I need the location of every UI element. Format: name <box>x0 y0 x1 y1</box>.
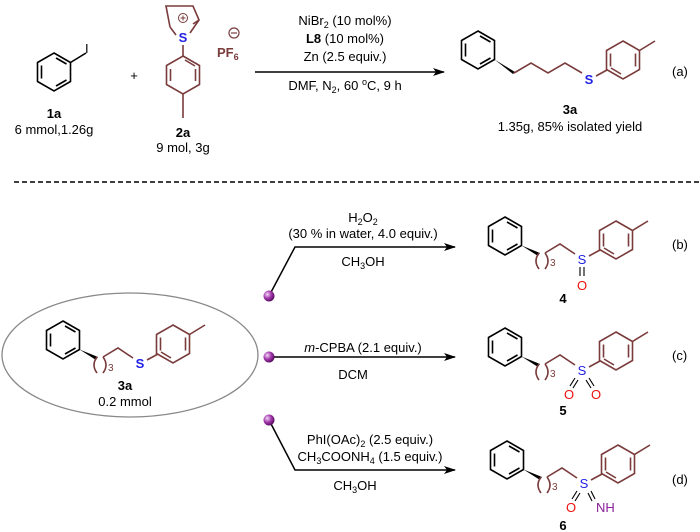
condition-ligand: L8 (10 mol%) <box>306 31 384 46</box>
reaction-c-oxidant: m-CPBA (2.1 equiv.) <box>304 340 422 355</box>
compound-2a-amount: 9 mol, 3g <box>156 140 209 155</box>
product-6-NH-label: NH <box>596 500 615 515</box>
compound-2a-label: 2a <box>176 125 191 140</box>
product-5-O1-label: O <box>564 387 574 402</box>
sulfonium-S-label: S <box>179 30 188 45</box>
compound-4-label: 4 <box>559 291 567 306</box>
reaction-d-bead-icon <box>263 414 275 426</box>
compound-1a-amount: 6 mmol,1.26g <box>15 122 94 137</box>
product-4-repeat-count: 3 <box>550 258 556 269</box>
reaction-b-solvent: CH3OH <box>341 254 384 271</box>
compound-1a-label: 1a <box>47 106 62 121</box>
reaction-d-nitrogen-source: CH3COONH4 (1.5 equiv.) <box>298 449 443 466</box>
compound-3a-yield: 1.35g, 85% isolated yield <box>498 119 643 134</box>
repeat-unit-count: 3 <box>108 363 114 374</box>
reaction-c-solvent: DCM <box>338 367 368 382</box>
starting-material-id: 3a <box>118 378 133 393</box>
product-3a-S-label: S <box>585 72 594 87</box>
product-5-O2-label: O <box>591 387 601 402</box>
compound-5-label: 5 <box>559 403 566 418</box>
reaction-d-tag: (d) <box>672 472 688 487</box>
product-3a-structure: S <box>460 30 656 87</box>
starting-material-amount: 0.2 mmol <box>98 394 152 409</box>
reaction-a-tag: (a) <box>672 64 688 79</box>
reaction-d-solvent: CH3OH <box>333 478 376 495</box>
reaction-d-arrow <box>268 419 456 474</box>
product-5-S-label: S <box>578 363 587 378</box>
reaction-b-arrow <box>268 243 456 297</box>
iodine-label: I <box>85 41 89 56</box>
compound-6-label: 6 <box>559 518 566 532</box>
product-6-S-label: S <box>580 476 589 491</box>
product-6-sulfoximine-structure: 3 S O NH <box>489 440 651 515</box>
product-5-sulfone-structure: 3 S O O <box>487 327 649 402</box>
reaction-b-oxidant-detail: (30 % in water, 4.0 equiv.) <box>288 226 437 241</box>
reaction-b-oxidant: H2O2 <box>348 210 378 227</box>
product-6-O-label: O <box>566 500 576 515</box>
product-6-repeat-count: 3 <box>552 482 558 493</box>
reaction-b-bead-icon <box>263 290 275 302</box>
sulfonium-salt-structure: S <box>165 5 201 118</box>
condition-reductant: Zn (2.5 equiv.) <box>304 49 387 64</box>
condition-catalyst: NiBr2 (10 mol%) <box>298 13 391 30</box>
product-4-S-label: S <box>578 252 587 267</box>
reaction-b-tag: (b) <box>672 237 688 252</box>
starting-material-ellipse <box>1 292 259 418</box>
product-5-repeat-count: 3 <box>550 369 556 380</box>
pf6-label: PF6 <box>217 45 239 62</box>
reaction-c-tag: (c) <box>672 348 687 363</box>
product-4-O-label: O <box>577 278 587 293</box>
starting-material-3a-structure: 3 S <box>45 320 206 374</box>
reaction-c-bead-icon <box>263 351 275 363</box>
iodobenzene-structure: I <box>36 41 89 92</box>
compound-3a-label: 3a <box>563 102 578 117</box>
reaction-d-oxidant: PhI(OAc)2 (2.5 equiv.) <box>307 432 433 449</box>
plus-sign: + <box>130 68 138 83</box>
starting-material-S-label: S <box>136 356 145 371</box>
product-4-sulfoxide-structure: 3 S O <box>487 216 649 293</box>
condition-solvent-temp: DMF, N2, 60 oC, 9 h <box>288 77 401 95</box>
pf6-anion: PF6 <box>217 27 240 62</box>
